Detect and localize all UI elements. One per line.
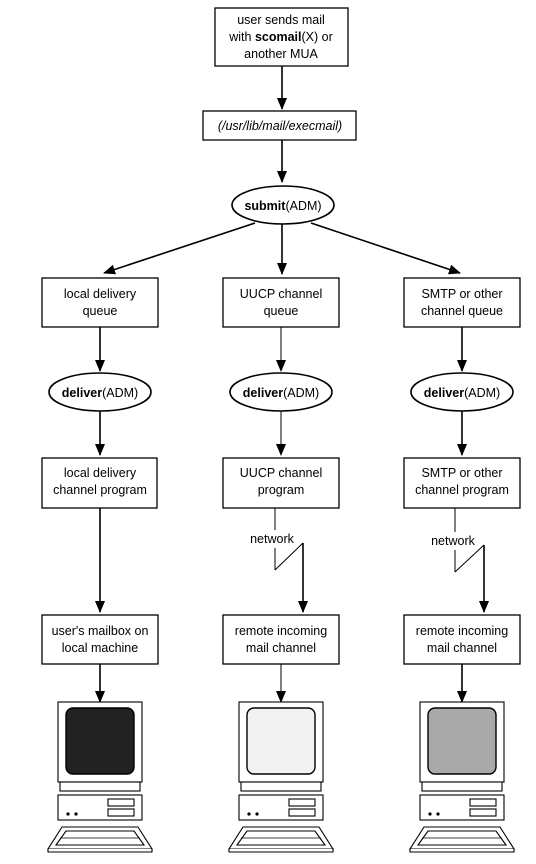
screen [246,707,316,775]
queue-label-2: channel queue [421,304,503,318]
queue-label-2: queue [83,304,118,318]
screen [427,707,497,775]
column-smtp: SMTP or other channel queue deliver(ADM)… [403,277,521,703]
down-arrow-icon [310,222,461,275]
computer-icon [46,701,154,853]
submit-label: submit(ADM) [244,199,321,213]
network-label: network [250,532,295,546]
dest-label-1: remote incoming [235,624,327,638]
deliver-label: deliver(ADM) [62,386,138,400]
computer-icon [227,701,335,853]
top-line-2: with scomail(X) or [228,30,333,44]
dest-label-1: user's mailbox on [52,624,149,638]
down-arrow-icon [103,222,256,275]
program-label-1: local delivery [64,466,137,480]
dest-label-1: remote incoming [416,624,508,638]
execmail-box: (/usr/lib/mail/execmail) [202,110,357,141]
dest-label-2: local machine [62,641,138,655]
computer-icon [408,701,516,853]
queue-label-1: UUCP channel [240,287,322,301]
top-line-1: user sends mail [237,13,325,27]
dest-label-2: mail channel [246,641,316,655]
queue-label-1: SMTP or other [421,287,502,301]
network-link-icon [274,508,308,613]
network-label: network [431,534,476,548]
submit-node: submit(ADM) [231,185,335,225]
program-label-1: SMTP or other [421,466,502,480]
queue-label-1: local delivery [64,287,137,301]
program-label-2: program [258,483,305,497]
queue-label-2: queue [264,304,299,318]
network-link-icon [454,508,489,613]
program-label-1: UUCP channel [240,466,322,480]
user-sends-mail-box: user sends mail with scomail(X) or anoth… [214,7,349,67]
screen [65,707,135,775]
deliver-label: deliver(ADM) [243,386,319,400]
deliver-label: deliver(ADM) [424,386,500,400]
top-line-3: another MUA [244,47,318,61]
program-label-2: channel program [415,483,509,497]
program-label-2: channel program [53,483,147,497]
column-local: local delivery queue deliver(ADM) local … [41,277,159,703]
dest-label-2: mail channel [427,641,497,655]
execmail-label: (/usr/lib/mail/execmail) [218,119,342,133]
column-uucp: UUCP channel queue deliver(ADM) UUCP cha… [222,277,340,703]
